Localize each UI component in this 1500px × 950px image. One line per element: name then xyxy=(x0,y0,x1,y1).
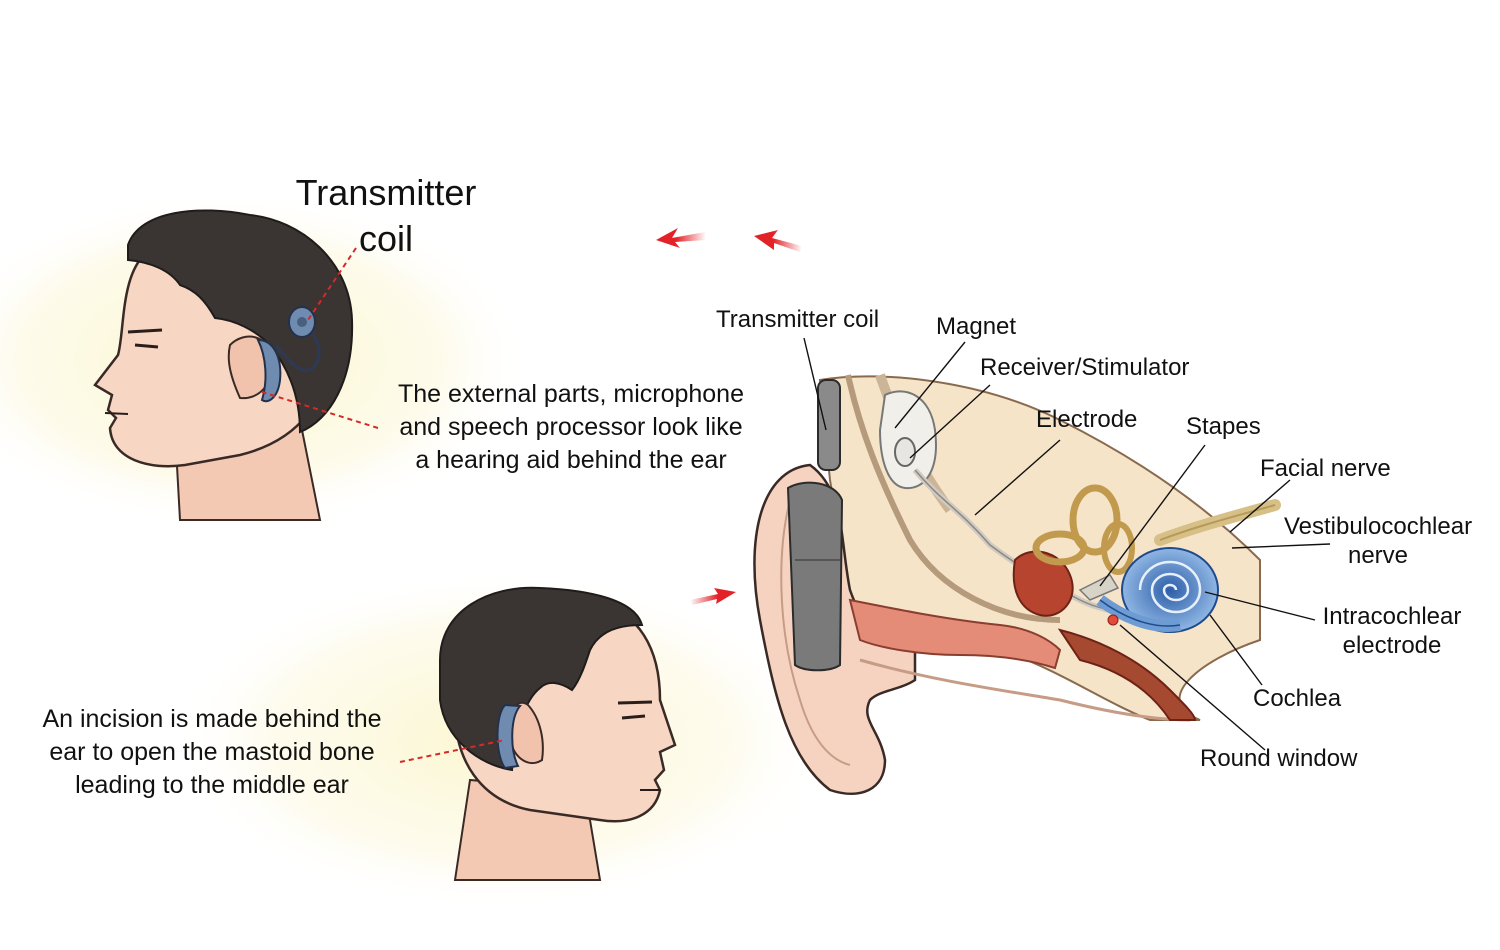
top-caption: The external parts, microphone and speec… xyxy=(372,378,770,477)
label-intracochlear-line1: Intracochlear xyxy=(1322,603,1462,630)
top-head xyxy=(93,209,354,521)
label-magnet: Magnet xyxy=(936,313,1017,340)
ear-leader-lines xyxy=(803,337,1331,751)
bottom-head xyxy=(439,586,677,881)
magnet xyxy=(894,437,916,467)
label-intracochlear-line2: electrode xyxy=(1342,631,1442,659)
bottom-caption-line: ear to open the mastoid bone xyxy=(49,738,375,766)
red-arrow-icon xyxy=(690,588,736,605)
cochlea xyxy=(1121,547,1219,633)
coil-leader-line xyxy=(307,247,357,321)
ear-cross-section xyxy=(753,373,1281,795)
bottom-caption-line: An incision is made behind the xyxy=(42,705,382,733)
label-stapes: Stapes xyxy=(1186,413,1261,440)
label-vestibulocochlear-nerve: Vestibulocochlear nerve xyxy=(1268,513,1488,571)
label-vestibulocochlear-line2: nerve xyxy=(1347,541,1409,569)
speech-processor xyxy=(786,481,844,672)
top-caption-line: and speech processor look like xyxy=(399,413,743,441)
top-coil-label: Transmitter coil xyxy=(286,170,486,262)
label-round-window: Round window xyxy=(1200,745,1358,772)
label-transmitter-coil: Transmitter coil xyxy=(716,306,880,333)
bottom-caption: An incision is made behind the ear to op… xyxy=(16,703,408,802)
transmitter-coil-device xyxy=(817,379,841,471)
processor-leader-line xyxy=(261,391,379,429)
label-cochlea: Cochlea xyxy=(1253,685,1342,712)
top-caption-line: The external parts, microphone xyxy=(397,380,744,408)
top-coil-label-line1: Transmitter xyxy=(295,172,477,213)
top-coil-label-line2: coil xyxy=(358,218,414,259)
stapes xyxy=(1078,574,1120,601)
red-arrow-icon xyxy=(754,230,802,252)
red-arrow-icon xyxy=(656,228,706,248)
label-vestibulocochlear-line1: Vestibulocochlear xyxy=(1283,513,1473,540)
bottom-caption-line: leading to the middle ear xyxy=(75,771,349,799)
top-caption-line: a hearing aid behind the ear xyxy=(415,446,727,474)
label-electrode: Electrode xyxy=(1036,406,1138,433)
middle-ear xyxy=(1012,550,1074,617)
label-receiver-stimulator: Receiver/Stimulator xyxy=(980,354,1190,381)
label-facial-nerve: Facial nerve xyxy=(1260,455,1391,482)
label-intracochlear-electrode: Intracochlear electrode xyxy=(1302,603,1482,661)
round-window xyxy=(1107,614,1119,626)
